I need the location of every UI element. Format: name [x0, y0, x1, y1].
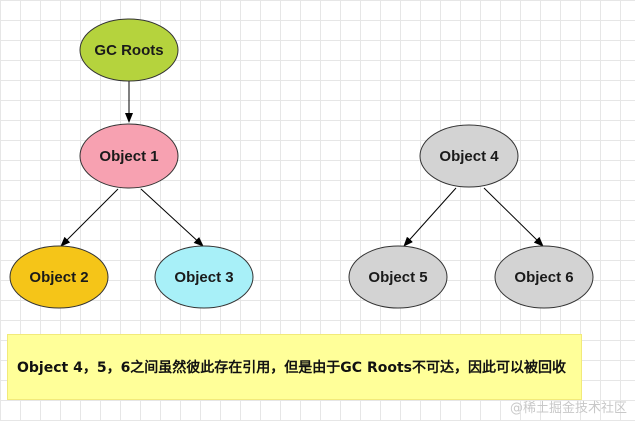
node-object-1: Object 1 [79, 123, 179, 189]
node-object-3: Object 3 [154, 245, 254, 309]
node-object-5: Object 5 [348, 245, 448, 309]
node-object-3-label: Object 3 [174, 269, 233, 286]
edge-object-4-to-object-5 [403, 187, 457, 247]
node-object-4: Object 4 [419, 124, 519, 188]
caption-box: Object 4，5，6之间虽然彼此存在引用，但是由于GC Roots不可达，因… [7, 334, 582, 400]
watermark: @稀土掘金技术社区 [509, 401, 627, 416]
node-object-6-label: Object 6 [514, 269, 573, 286]
node-gc-roots: GC Roots [79, 18, 179, 82]
node-gc-roots-label: GC Roots [94, 42, 163, 59]
node-object-2-label: Object 2 [29, 269, 88, 286]
node-object-1-label: Object 1 [99, 148, 158, 165]
node-object-5-label: Object 5 [368, 269, 427, 286]
node-object-2: Object 2 [9, 245, 109, 309]
caption-text: Object 4，5，6之间虽然彼此存在引用，但是由于GC Roots不可达，因… [17, 360, 566, 376]
node-object-6: Object 6 [494, 245, 594, 309]
node-object-4-label: Object 4 [439, 148, 499, 165]
edge-object-1-to-object-2 [60, 188, 119, 247]
edge-object-4-to-object-6 [483, 187, 544, 247]
edge-object-1-to-object-3 [140, 188, 204, 247]
